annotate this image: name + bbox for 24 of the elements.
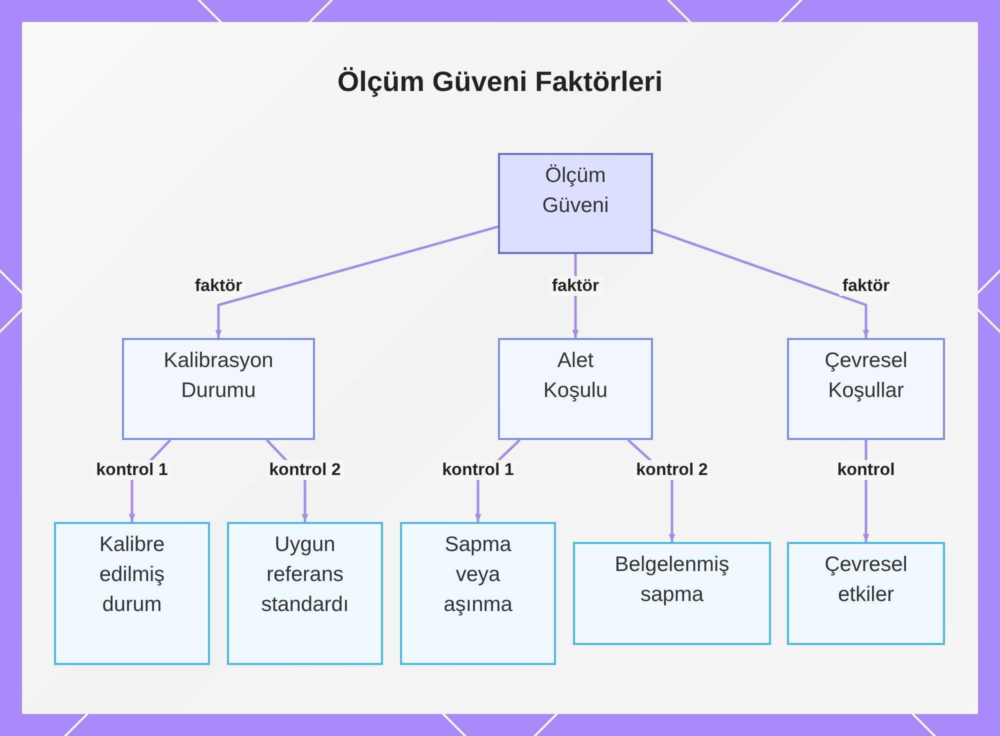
detail-box [573, 542, 771, 645]
detail-box [227, 522, 383, 665]
connector-arrow [652, 228, 870, 338]
detail-box [787, 542, 945, 645]
node-text: Sapma veya aşınma [442, 532, 514, 618]
edge-label: kontrol 2 [266, 460, 344, 480]
concept-box [498, 153, 653, 254]
connector-arrow [215, 226, 498, 338]
node-text: Kalibrasyon Durumu [162, 348, 274, 404]
diagram-title: Ölçüm Güveni Faktörleri [337, 65, 663, 99]
factor-box [498, 338, 653, 440]
factor-box [122, 338, 315, 440]
factor-box [787, 338, 945, 440]
node-text: Belgelenmiş sapma [614, 552, 730, 608]
node-text: Kalibre edilmiş durum [98, 532, 166, 618]
node-text: Ölçüm Güveni [541, 163, 610, 219]
node-text: Çevresel etkiler [824, 552, 908, 608]
edge-label: faktör [548, 276, 602, 296]
node-text: Alet Koşulu [542, 348, 609, 404]
detail-box [54, 522, 210, 665]
detail-box [400, 522, 556, 665]
node-text: Uygun referans standardı [260, 532, 350, 618]
edge-label: kontrol 1 [439, 460, 517, 480]
node-text: Çevresel Koşullar [824, 348, 908, 404]
